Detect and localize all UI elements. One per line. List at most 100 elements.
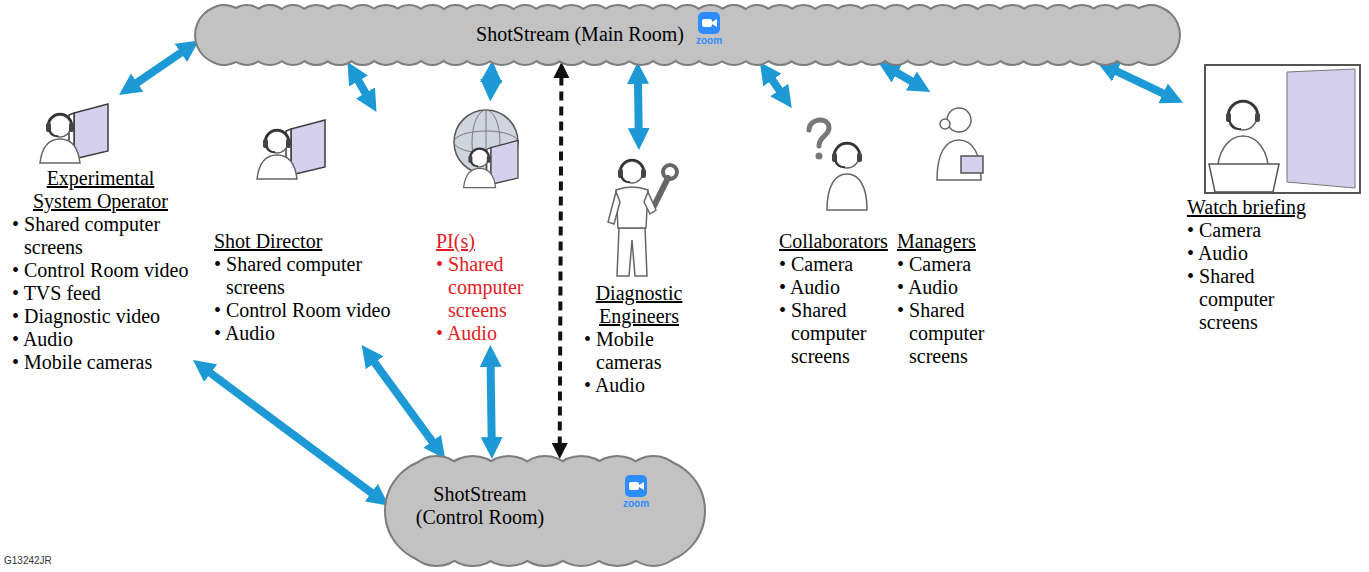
role-heading: Watch briefing — [1183, 196, 1363, 219]
role-heading: Diagnostic Engineers — [583, 282, 695, 328]
feature-item: • Mobile cameras — [12, 351, 193, 374]
role-group: Experimental System Operator• Shared com… — [8, 95, 193, 374]
person-head — [1229, 102, 1257, 130]
role-icon — [775, 108, 887, 230]
person-body — [40, 139, 80, 163]
feature-item: • Shared computer screens — [214, 253, 395, 299]
zoom-logo — [625, 475, 647, 497]
double-arrow — [1115, 70, 1165, 94]
monitor-screen — [74, 104, 108, 159]
monitor-screen — [491, 140, 518, 184]
headset-mic — [1229, 120, 1241, 129]
globe-operator — [464, 140, 518, 187]
role-group: Diagnostic Engineers• Mobile cameras• Au… — [580, 150, 698, 397]
feature-item: • Mobile cameras — [584, 328, 698, 374]
role-icon — [8, 95, 193, 167]
cloud-fill — [386, 457, 704, 565]
zoom-logo-text: zoom — [694, 35, 724, 47]
role-heading: Managers — [893, 230, 1003, 253]
person-body — [257, 155, 297, 179]
feature-item: • Audio — [214, 322, 395, 345]
feature-item: • Audio — [12, 328, 193, 351]
person-body — [616, 187, 648, 228]
double-arrow — [357, 79, 366, 95]
feature-item: • Audio — [436, 322, 540, 345]
feature-item: • Camera — [897, 253, 1003, 276]
wrench-head — [663, 165, 677, 179]
zoom-icon — [625, 475, 647, 497]
headset-cup — [1255, 113, 1260, 122]
headset-cup — [857, 153, 862, 162]
cloud-outline — [196, 6, 1179, 64]
collab-figure — [809, 120, 867, 210]
headset-band — [1228, 101, 1258, 116]
zoom-camera-lens — [639, 482, 644, 490]
headset-mic — [266, 146, 275, 152]
feature-item: • Shared computer screens — [436, 253, 540, 322]
podium — [1209, 164, 1279, 192]
role-icon — [580, 150, 698, 282]
person-body — [617, 228, 647, 276]
headset-cup — [286, 139, 291, 148]
feature-item: • Shared computer screens — [1187, 265, 1311, 334]
person-head — [835, 144, 859, 168]
room-name: ShotStream (Control Room) — [405, 483, 555, 529]
role-group: Watch briefing• Camera• Audio• Shared co… — [1183, 62, 1363, 334]
role-icon — [210, 112, 395, 230]
feature-item: • Control Room video — [12, 259, 193, 282]
cloud-shape — [195, 4, 1180, 66]
headset-mic — [49, 130, 58, 136]
person-body — [827, 174, 867, 210]
headset-band — [48, 114, 72, 126]
room-name: ShotStream (Main Room) — [415, 23, 745, 46]
headset-band — [470, 148, 489, 158]
person-head — [621, 161, 643, 183]
feature-item: • Shared computer screens — [897, 299, 1003, 368]
zoom-icon — [698, 12, 720, 34]
double-arrow — [373, 361, 433, 443]
headset-cup — [487, 156, 491, 163]
double-arrow — [771, 78, 780, 91]
feature-item: • Control Room video — [214, 299, 395, 322]
question-dot — [816, 153, 823, 160]
double-arrow — [895, 72, 913, 82]
person-body — [644, 192, 656, 214]
role-group: Managers• Camera• Audio• Shared computer… — [893, 92, 1003, 368]
headset-band — [834, 143, 860, 156]
person-head — [947, 108, 971, 132]
role-heading: Collaborators — [775, 230, 887, 253]
cloud-fill — [196, 6, 1179, 64]
role-icon — [1183, 62, 1363, 196]
cloud-core — [220, 15, 1155, 55]
double-arrow — [487, 80, 495, 82]
zoom-camera — [702, 19, 712, 27]
manager-figure — [937, 108, 983, 180]
dashed-double-arrow — [560, 76, 562, 444]
operator-figure — [40, 104, 108, 163]
screen-frame — [1205, 65, 1360, 193]
feature-item: • Audio — [779, 276, 887, 299]
globe-figure — [454, 110, 518, 188]
zoom-camera-lens — [712, 19, 717, 27]
role-icon — [893, 92, 1003, 230]
role-heading: Experimental System Operator — [22, 167, 180, 213]
headset-mic — [471, 161, 478, 166]
hand — [940, 119, 950, 129]
person-head — [266, 131, 288, 153]
role-group: Shot Director• Shared computer screens• … — [210, 112, 395, 345]
person-body — [608, 192, 620, 224]
feature-item: • Audio — [584, 374, 698, 397]
person-body — [464, 168, 496, 187]
double-arrow — [634, 82, 643, 130]
folder — [961, 156, 983, 173]
role-icon — [432, 100, 540, 230]
role-group: PI(s)• Shared computer screens• Audio — [432, 100, 540, 345]
headset-mic — [621, 176, 630, 182]
question-mark — [809, 120, 829, 146]
monitor-screen — [291, 120, 325, 175]
person-head — [471, 149, 489, 167]
headset-cup — [69, 123, 74, 132]
operator-figure — [257, 120, 325, 179]
